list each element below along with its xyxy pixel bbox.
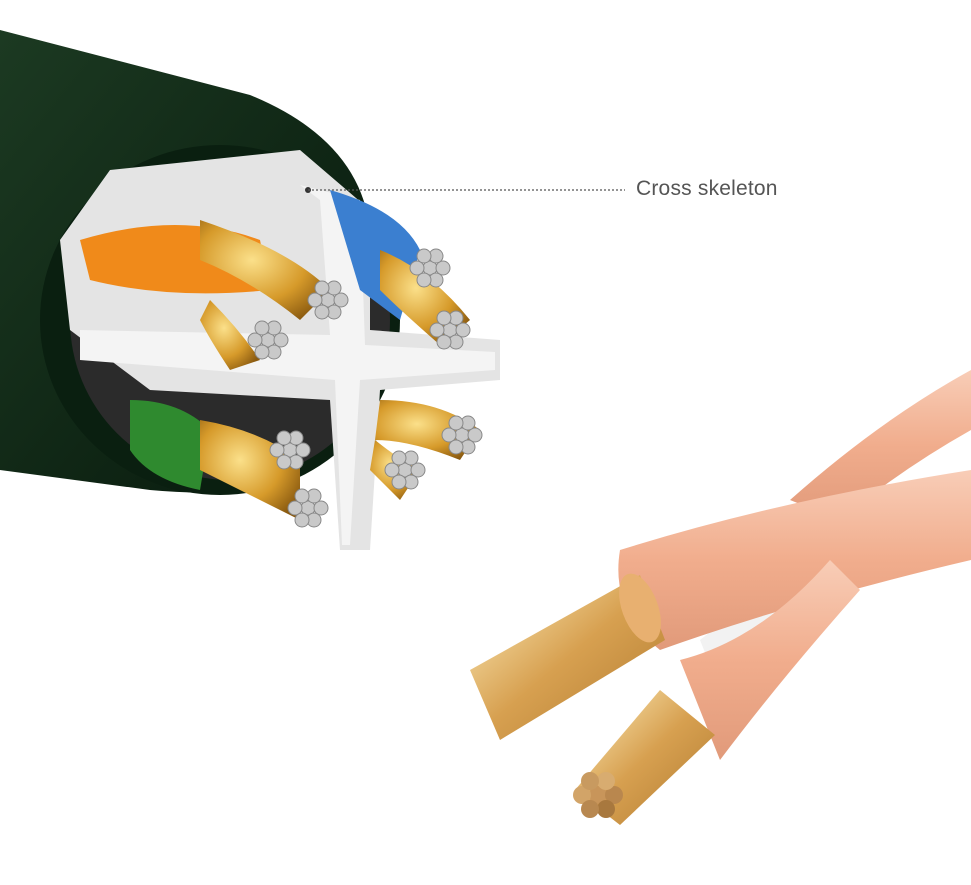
- callout-line: [305, 187, 625, 193]
- cross-skeleton-label: Cross skeleton: [636, 177, 778, 200]
- orange-pair: [80, 220, 330, 370]
- twisted-pair: [470, 370, 971, 825]
